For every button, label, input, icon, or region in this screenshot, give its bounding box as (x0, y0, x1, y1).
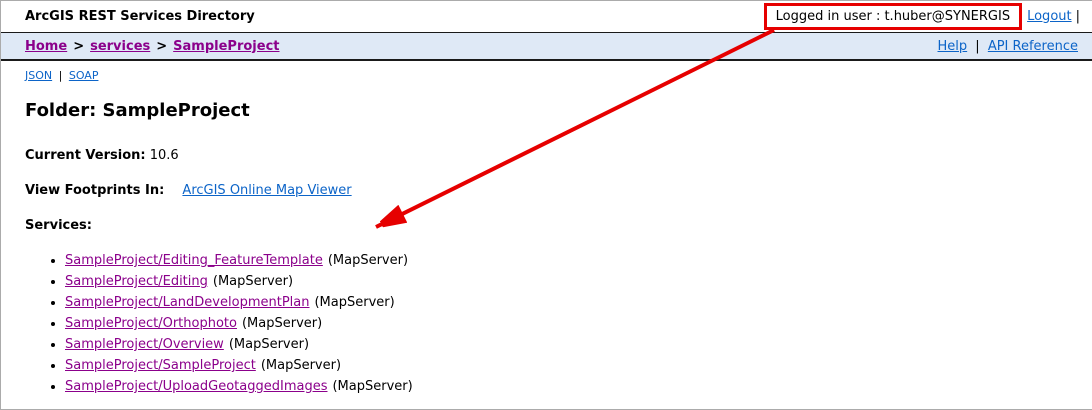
service-list-item: SampleProject/Editing (MapServer) (65, 274, 1092, 290)
service-link[interactable]: SampleProject/Editing_FeatureTemplate (65, 253, 323, 268)
format-links-row: JSON | SOAP (25, 69, 1092, 82)
service-list-item: SampleProject/UploadGeotaggedImages (MapS… (65, 379, 1092, 395)
header-bar: ArcGIS REST Services Directory Logged in… (1, 1, 1092, 32)
service-link[interactable]: SampleProject/UploadGeotaggedImages (65, 379, 328, 394)
service-list-item: SampleProject/Overview (MapServer) (65, 337, 1092, 353)
service-type: (MapServer) (228, 337, 310, 352)
arcgis-online-map-viewer-link[interactable]: ArcGIS Online Map Viewer (182, 183, 352, 198)
view-footprints-label: View Footprints In: (25, 183, 165, 198)
header-separator: | (1075, 9, 1080, 24)
api-reference-link[interactable]: API Reference (987, 38, 1078, 54)
current-version-value: 10.6 (149, 148, 179, 163)
services-list: SampleProject/Editing_FeatureTemplate (Ma… (25, 253, 1092, 395)
current-version-label: Current Version: (25, 148, 146, 163)
breadcrumb-home-link[interactable]: Home (25, 38, 68, 54)
service-list-item: SampleProject/Orthophoto (MapServer) (65, 316, 1092, 332)
service-link[interactable]: SampleProject/Orthophoto (65, 316, 237, 331)
main-content: JSON | SOAP Folder: SampleProject Curren… (1, 69, 1092, 395)
services-label: Services: (25, 218, 92, 233)
logout-link[interactable]: Logout (1027, 9, 1072, 24)
format-separator: | (58, 69, 63, 82)
breadcrumb-sampleproject-link[interactable]: SampleProject (173, 38, 280, 54)
service-type: (MapServer) (212, 274, 294, 289)
service-type: (MapServer) (332, 379, 413, 394)
logged-in-user-text: Logged in user : t.huber@SYNERGIS (775, 9, 1011, 24)
app-title: ArcGIS REST Services Directory (25, 9, 255, 24)
logged-in-user-annotation-box: Logged in user : t.huber@SYNERGIS (763, 3, 1023, 30)
breadcrumb-services-link[interactable]: services (90, 38, 151, 54)
breadcrumb-bar: Home > services > SampleProject Help | API R… (1, 32, 1092, 61)
breadcrumb: Home > services > SampleProject (25, 39, 280, 54)
service-type: (MapServer) (314, 295, 395, 310)
service-list-item: SampleProject/LandDevelopmentPlan (MapSer… (65, 295, 1092, 311)
service-type: (MapServer) (241, 316, 323, 331)
page-title: Folder: SampleProject (25, 100, 250, 121)
view-footprints-row: View Footprints In: ArcGIS Online Map Vi… (25, 183, 1092, 199)
help-link[interactable]: Help (937, 38, 968, 54)
service-type: (MapServer) (260, 358, 342, 373)
service-link[interactable]: SampleProject/Overview (65, 337, 224, 352)
help-separator: | (975, 38, 980, 54)
service-list-item: SampleProject/SampleProject (MapServer) (65, 358, 1092, 374)
header-right: Logged in user : t.huber@SYNERGIS Logout… (763, 3, 1084, 30)
json-link[interactable]: JSON (25, 69, 53, 82)
current-version-row: Current Version: 10.6 (25, 148, 1092, 164)
breadcrumb-separator: > (73, 38, 85, 54)
breadcrumb-separator: > (156, 38, 168, 54)
help-links: Help | API Reference (938, 39, 1078, 54)
service-list-item: SampleProject/Editing_FeatureTemplate (Ma… (65, 253, 1092, 269)
service-link[interactable]: SampleProject/LandDevelopmentPlan (65, 295, 310, 310)
service-link[interactable]: SampleProject/SampleProject (65, 358, 256, 373)
soap-link[interactable]: SOAP (68, 69, 99, 82)
service-link[interactable]: SampleProject/Editing (65, 274, 208, 289)
services-heading: Services: (25, 218, 1092, 234)
service-type: (MapServer) (327, 253, 409, 268)
